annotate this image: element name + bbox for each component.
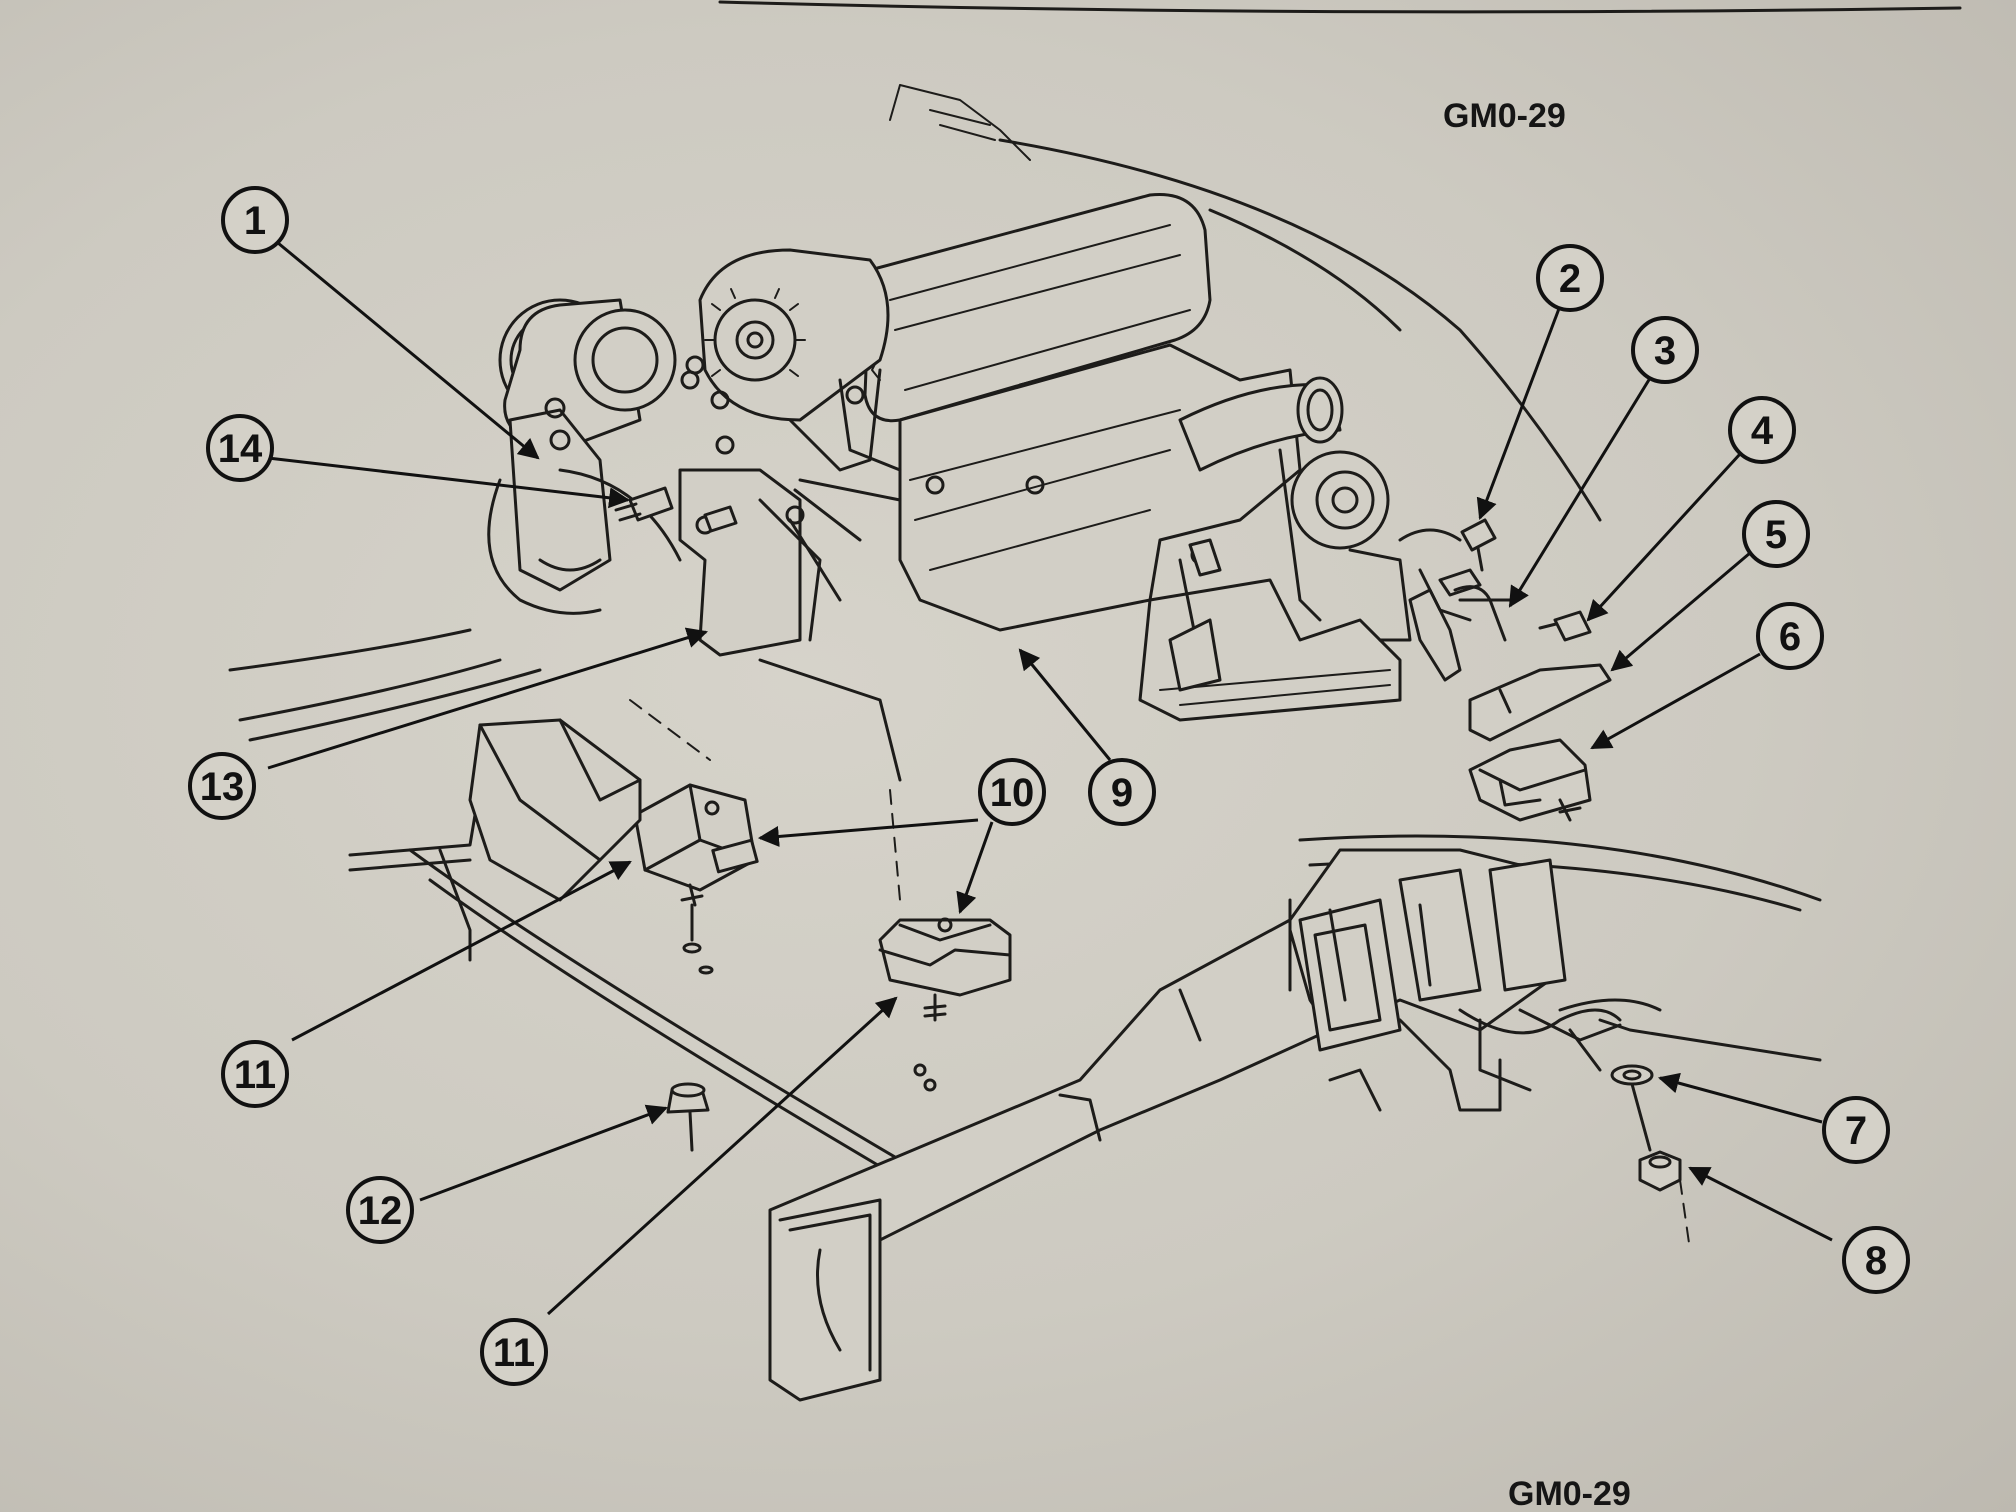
callout-6-label: 6 — [1779, 615, 1801, 659]
figure-code-top: GM0-29 — [1443, 97, 1566, 135]
figure-code-bottom: GM0-29 — [1508, 1475, 1631, 1512]
callout-3: 3 — [1631, 316, 1699, 384]
callout-7-label: 7 — [1845, 1109, 1867, 1153]
callout-9-label: 9 — [1111, 771, 1133, 815]
callout-7: 7 — [1822, 1096, 1890, 1164]
callout-3-label: 3 — [1654, 329, 1676, 373]
callout-9: 9 — [1088, 758, 1156, 826]
callout-4: 4 — [1728, 396, 1796, 464]
callout-11-upper: 11 — [221, 1040, 289, 1108]
callout-12-label: 12 — [358, 1189, 403, 1233]
callout-1-label: 1 — [244, 199, 266, 243]
callout-11-lower-label: 11 — [493, 1331, 535, 1375]
engine-illustration — [487, 84, 1602, 722]
callout-5: 5 — [1742, 500, 1810, 568]
callout-11-upper-label: 11 — [234, 1053, 276, 1097]
callout-10: 10 — [978, 758, 1046, 826]
mount-center — [878, 917, 1012, 1022]
callout-2-label: 2 — [1559, 257, 1581, 301]
callout-13-label: 13 — [200, 765, 245, 809]
mount-parts-left — [228, 486, 1691, 1251]
callout-6: 6 — [1756, 602, 1824, 670]
callout-13: 13 — [188, 752, 256, 820]
callout-8-label: 8 — [1865, 1239, 1887, 1283]
callout-14: 14 — [206, 414, 274, 482]
callout-5-label: 5 — [1765, 513, 1787, 557]
crossmember — [768, 834, 1822, 1402]
callout-2: 2 — [1536, 244, 1604, 312]
callout-14-label: 14 — [218, 427, 263, 471]
callout-10-label: 10 — [990, 771, 1035, 815]
callout-11-lower: 11 — [480, 1318, 548, 1386]
callout-1: 1 — [221, 186, 289, 254]
callout-8: 8 — [1842, 1226, 1910, 1294]
callout-12: 12 — [346, 1176, 414, 1244]
callout-4-label: 4 — [1751, 409, 1774, 453]
mount-parts-right — [1408, 518, 1682, 1192]
leader-lines — [267, 236, 1833, 1316]
page-top-rule — [718, 0, 1962, 14]
